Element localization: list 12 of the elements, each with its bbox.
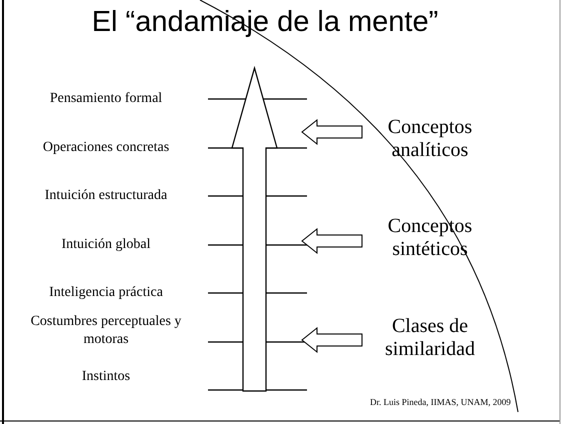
stage-label: Operaciones concretas	[42, 139, 170, 157]
stage-label: Intuición estructurada	[44, 187, 168, 205]
stage-label: Inteligencia práctica	[48, 284, 164, 302]
stage-label: Instintos	[80, 368, 132, 386]
hollow-arrow	[301, 228, 362, 254]
concept-label: Clases de similaridad	[384, 315, 476, 361]
hollow-arrow	[301, 326, 362, 354]
footer-credit: Dr. Luis Pineda, IIMAS, UNAM, 2009	[370, 396, 511, 408]
stage-label: Intuición global	[60, 236, 152, 254]
hollow-arrow	[301, 118, 362, 146]
stage-label: Costumbres perceptuales y motoras	[30, 313, 182, 349]
stage-label: Pensamiento formal	[48, 90, 164, 108]
